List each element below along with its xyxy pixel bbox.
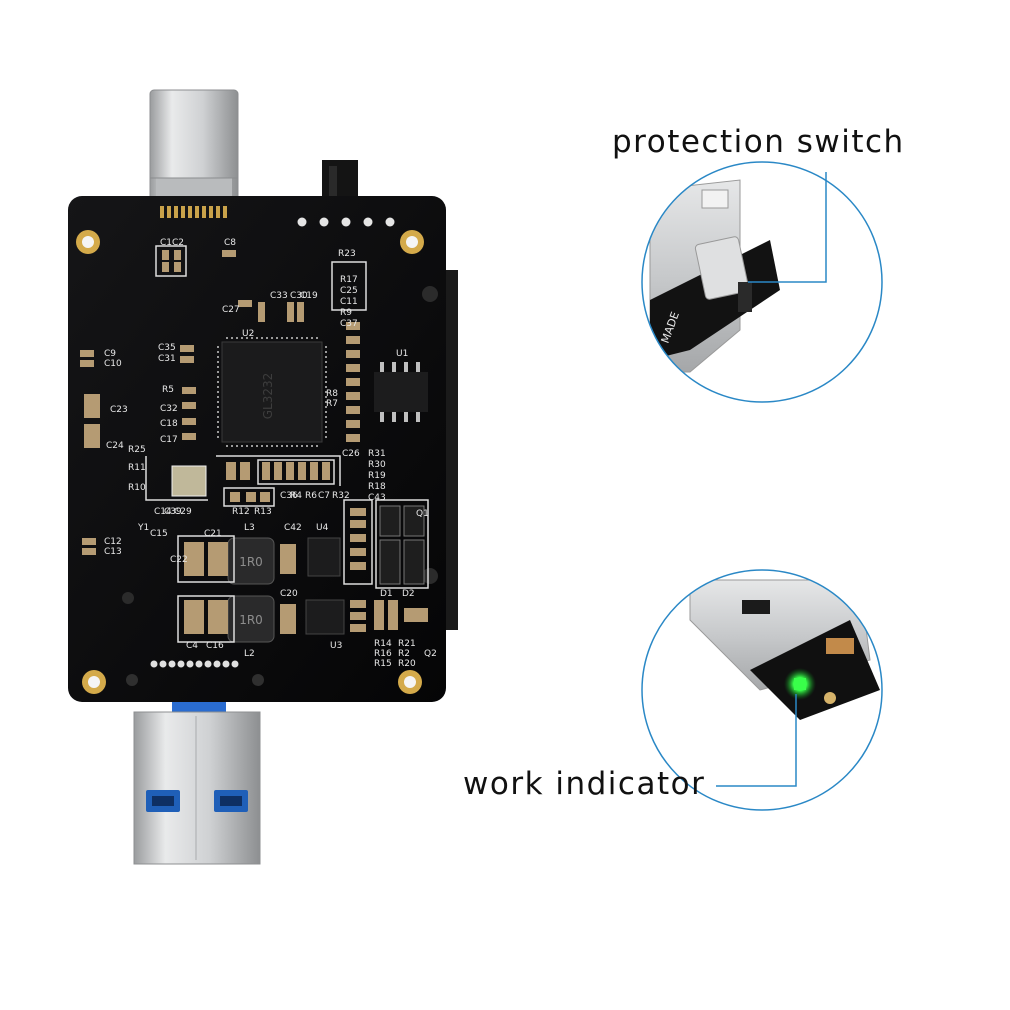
silk-label: R13 [254, 507, 272, 517]
silk-label: C13 [104, 547, 122, 557]
silk-label: C23 [110, 405, 128, 415]
silk-label: C19 [300, 291, 318, 301]
silk-label: C27 [222, 305, 240, 315]
silk-label: R32 [332, 491, 350, 501]
silk-label: D2 [402, 589, 415, 599]
silk-label: R8 [326, 389, 338, 399]
silk-label: R15 [374, 659, 392, 669]
inductor-marking: 1R0 [239, 555, 263, 569]
silk-label: C10 [104, 359, 122, 369]
silk-label: R31 [368, 449, 386, 459]
silk-label: C26 [342, 449, 360, 459]
silk-label: U3 [330, 641, 342, 651]
silk-label: C43 [368, 493, 386, 503]
chip-u4 [307, 537, 341, 577]
silk-label: R5 [162, 385, 174, 395]
silk-label: R17 [340, 275, 358, 285]
silk-label: C31 [158, 354, 176, 364]
silk-label: R21 [398, 639, 416, 649]
silk-label: D1 [380, 589, 393, 599]
silk-label: R16 [374, 649, 392, 659]
silk-label: U4 [316, 523, 329, 533]
silk-label: R25 [128, 445, 146, 455]
silk-label: L3 [244, 523, 255, 533]
usb-c-connector [149, 89, 239, 204]
inductor-marking: 1R0 [239, 613, 263, 627]
led [794, 678, 806, 690]
silk-label: C20 [280, 589, 298, 599]
silk-label: L2 [244, 649, 255, 659]
chip-marking: GL3232 [261, 373, 275, 420]
silk-label: R12 [232, 507, 250, 517]
silk-label: C32 [160, 404, 178, 414]
usb-a-connector [133, 702, 261, 865]
silk-label: R14 [374, 639, 392, 649]
silk-label: C37 [340, 319, 358, 329]
silk-label: R30 [368, 460, 386, 470]
protection-switch-knob [329, 166, 337, 196]
silk-label: C17 [160, 435, 178, 445]
silk-label: C35 [158, 343, 176, 353]
silk-label: Q1 [416, 509, 429, 519]
silk-label: R23 [338, 249, 356, 259]
chip-u1 [374, 372, 428, 412]
callout-work-indicator: work indicator [463, 766, 706, 802]
silk-label: R4 [290, 491, 302, 501]
silk-label: U1 [396, 349, 408, 359]
silk-label: C24 [106, 441, 124, 451]
silk-label: C36 [280, 491, 298, 501]
silk-label: R7 [326, 399, 338, 409]
silk-label: C11 [340, 297, 358, 307]
silk-label: C16 [206, 641, 224, 651]
silk-label: R19 [368, 471, 386, 481]
silk-label: Y1 [137, 523, 149, 533]
chip-u3 [305, 599, 345, 635]
silk-label: C4 [186, 641, 198, 651]
silk-label: C12 [104, 537, 122, 547]
chip-u2 [221, 341, 323, 443]
silk-label: C1 [160, 238, 172, 248]
silk-label: C33 [270, 291, 288, 301]
silk-label: R11 [128, 463, 146, 473]
silk-label: C18 [160, 419, 178, 429]
pcb-board: GL3232 1R0 1R0 [68, 196, 446, 702]
silk-label: C14 [154, 507, 172, 517]
silk-label: C39 [164, 507, 182, 517]
silk-label: R10 [128, 483, 146, 493]
silk-label: R2 [398, 649, 410, 659]
callout-line-work [716, 694, 797, 787]
silk-label: C29 [174, 507, 192, 517]
silk-label: C7 [318, 491, 330, 501]
silk-label: C21 [204, 529, 222, 539]
silk-label: C42 [284, 523, 302, 533]
silk-label: C2 [172, 238, 184, 248]
silk-label: R18 [368, 482, 386, 492]
zoom-work-indicator [641, 569, 883, 811]
silk-label: C15 [150, 529, 168, 539]
callout-line-protection [748, 172, 827, 283]
silk-label: C22 [170, 555, 188, 565]
crystal-y1 [171, 465, 207, 497]
callout-protection-switch: protection switch [612, 124, 905, 160]
silk-label: U2 [242, 329, 254, 339]
silk-label: R9 [340, 308, 352, 318]
silk-label: C25 [340, 286, 358, 296]
silk-label: C9 [104, 349, 116, 359]
silk-label: C8 [224, 238, 236, 248]
silk-label: R6 [305, 491, 317, 501]
protection-switch-body [322, 160, 358, 200]
silk-label: R20 [398, 659, 416, 669]
silk-label: C30 [290, 291, 308, 301]
silk-label: Q2 [424, 649, 437, 659]
